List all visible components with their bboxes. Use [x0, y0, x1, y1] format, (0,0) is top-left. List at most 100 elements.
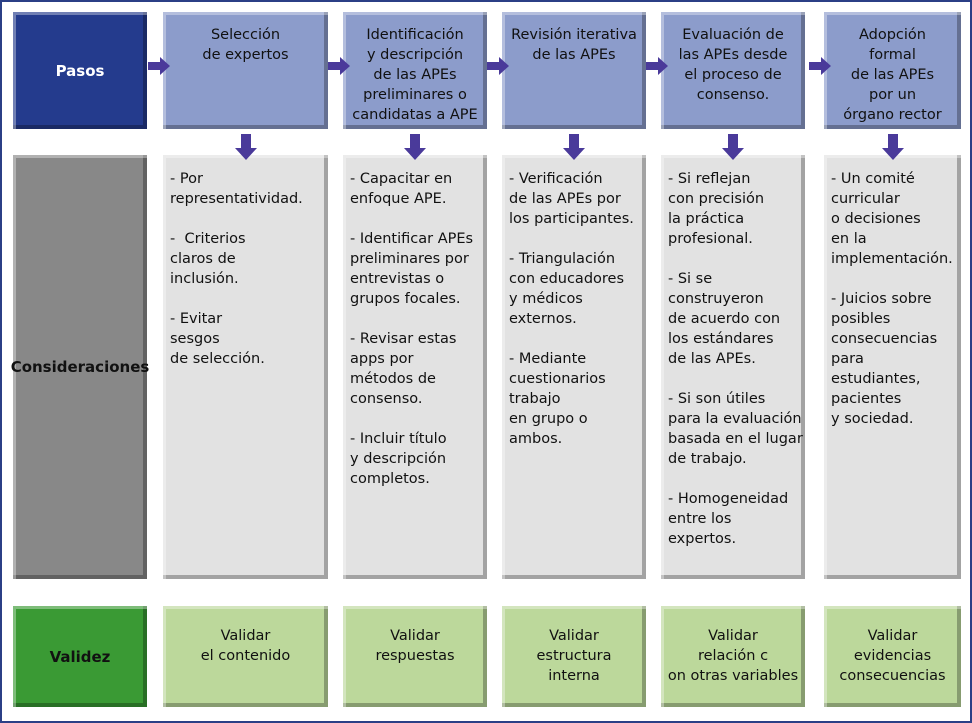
- considerations-text-line: - Si reflejan: [668, 171, 751, 187]
- considerations-text-line: y médicos: [509, 291, 583, 307]
- step-text-line: Identificación: [366, 27, 464, 43]
- validity-text-line: interna: [548, 668, 600, 684]
- arrow-down-icon: [563, 134, 585, 160]
- considerations-text-line: para la evaluación: [668, 411, 802, 427]
- considerations-text-line: profesional.: [668, 231, 753, 247]
- validity-text-line: consecuencias: [839, 668, 946, 684]
- considerations-text-line: métodos de: [350, 371, 436, 387]
- row-label-consideraciones: Consideraciones: [11, 155, 149, 579]
- arrow-right-icon: [646, 57, 668, 75]
- considerations-text-line: [831, 269, 955, 289]
- considerations-text-line: [350, 309, 481, 329]
- validity-text-line: estructura: [536, 648, 612, 664]
- arrow-down-icon: [722, 134, 744, 160]
- arrow-down-icon: [881, 134, 904, 160]
- considerations-text-line: en la: [831, 231, 867, 247]
- validity-text-line: Validar: [220, 628, 271, 644]
- considerations-text-line: grupos focales.: [350, 291, 461, 307]
- considerations-text-line: enfoque APE.: [350, 191, 447, 207]
- considerations-text-line: - Identificar APEs: [350, 231, 474, 247]
- considerations-text-line: - Por: [170, 171, 203, 187]
- step-text-line: órgano rector: [843, 107, 942, 123]
- arrow-right-icon: [487, 57, 509, 75]
- considerations-text-line: - Si se: [668, 271, 713, 287]
- considerations-text-line: representatividad.: [170, 191, 303, 207]
- step-text-line: consenso.: [696, 87, 770, 103]
- validity-text-line: el contenido: [200, 648, 291, 664]
- arrow-right-icon: [328, 57, 350, 75]
- validity-text-line: relación c: [697, 648, 769, 664]
- considerations-text-line: implementación.: [831, 251, 953, 267]
- considerations-text-line: estudiantes,: [831, 371, 921, 387]
- step-text-line: de las APEs: [850, 67, 935, 83]
- validity-box-5: Validar evidencias consecuencias: [824, 606, 961, 707]
- considerations-text-line: [350, 209, 481, 229]
- step-text-line: Revisión iterativa: [511, 27, 637, 43]
- considerations-text-line: [509, 229, 640, 249]
- considerations-text-line: pacientes: [831, 391, 902, 407]
- considerations-text-line: [170, 289, 322, 309]
- pasos-label: Pasos: [55, 61, 105, 80]
- validity-text-line: evidencias: [853, 648, 932, 664]
- considerations-text-line: y sociedad.: [831, 411, 914, 427]
- step-text-line: las APEs desde: [678, 47, 788, 63]
- considerations-text-line: cuestionarios: [509, 371, 606, 387]
- step-box-5: Adopción formal de las APEs por un órgano re…: [824, 12, 961, 129]
- considerations-text-line: [509, 329, 640, 349]
- considerations-text-line: sesgos: [170, 331, 220, 347]
- row-label-pasos: Pasos: [13, 12, 147, 129]
- considerations-text-line: y descripción: [350, 451, 447, 467]
- considerations-text-line: - Revisar estas: [350, 331, 457, 347]
- considerations-text-line: externos.: [509, 311, 577, 327]
- step-text-line: y descripción: [366, 47, 464, 63]
- step-text-line: formal: [869, 47, 916, 63]
- considerations-text-line: [350, 409, 481, 429]
- step-text-line: por un: [868, 87, 917, 103]
- considerations-text-line: - Si son útiles: [668, 391, 766, 407]
- arrow-right-icon: [809, 57, 831, 75]
- considerations-text-line: [170, 209, 322, 229]
- considerations-text-line: entrevistas o: [350, 271, 445, 287]
- considerations-text-line: - Evitar: [170, 311, 223, 327]
- step-text-line: Adopción: [858, 27, 926, 43]
- considerations-text-line: o decisiones: [831, 211, 921, 227]
- considerations-text-line: con educadores: [509, 271, 625, 287]
- considerations-text-line: expertos.: [668, 531, 737, 547]
- considerations-text-line: ambos.: [509, 431, 563, 447]
- considerations-text-line: basada en el lugar: [668, 431, 803, 447]
- considerations-text-line: [668, 249, 799, 269]
- validity-text-line: Validar: [867, 628, 918, 644]
- considerations-text-line: entre los: [668, 511, 732, 527]
- step-text-line: candidatas a APE: [352, 107, 478, 123]
- considerations-text-line: de las APEs.: [668, 351, 756, 367]
- arrow-down-icon: [404, 134, 426, 160]
- considerations-text-line: - Triangulación: [509, 251, 616, 267]
- considerations-text-line: - Un comité: [831, 171, 915, 187]
- considerations-text-line: - Criterios: [170, 231, 246, 247]
- step-text-line: Evaluación de: [682, 27, 784, 43]
- row-label-validez: Validez: [13, 606, 147, 707]
- considerations-text-line: de acuerdo con: [668, 311, 781, 327]
- considerations-text-line: construyeron: [668, 291, 764, 307]
- considerations-text-line: preliminares por: [350, 251, 469, 267]
- considerations-text-line: [668, 369, 799, 389]
- step-text-line: Selección: [210, 27, 281, 43]
- validez-label: Validez: [49, 647, 111, 666]
- considerations-text-line: - Verificación: [509, 171, 603, 187]
- considerations-text-line: - Juicios sobre: [831, 291, 932, 307]
- validity-text-line: respuestas: [375, 648, 455, 664]
- step-text-line: de las APEs: [373, 67, 457, 83]
- considerations-text-line: de las APEs por: [509, 191, 621, 207]
- arrow-down-icon: [234, 134, 257, 160]
- considerations-text-line: completos.: [350, 471, 430, 487]
- considerations-text-line: los participantes.: [509, 211, 634, 227]
- considerations-text-line: apps por: [350, 351, 414, 367]
- considerations-text-line: consenso.: [350, 391, 423, 407]
